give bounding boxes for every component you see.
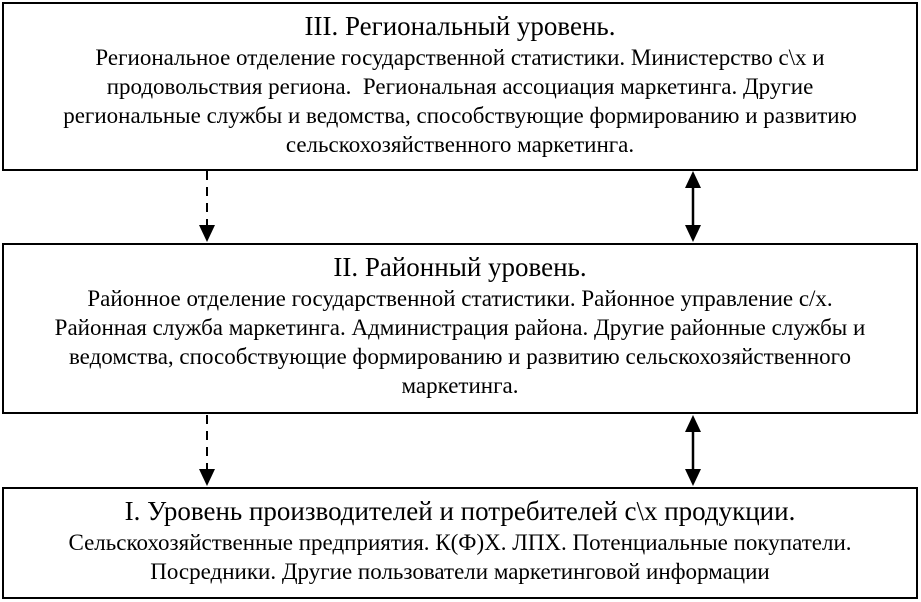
level-3-line: региональные службы и ведомства, способс… <box>63 103 857 128</box>
level-3-line: Региональное отделение государственной с… <box>95 45 825 70</box>
dashed-arrow-district-to-producers-icon <box>199 415 215 486</box>
level-1-line: Сельскохозяйственные предприятия. К(Ф)Х.… <box>68 530 852 555</box>
level-1-producers-box: I. Уровень производителей и потребителей… <box>2 487 918 599</box>
double-arrow-regional-district-icon <box>685 171 701 242</box>
level-2-line: Районная служба маркетинга. Администраци… <box>54 315 866 340</box>
level-1-title: I. Уровень производителей и потребителей… <box>124 496 796 526</box>
level-3-line: продовольствия региона. Региональная асс… <box>106 74 814 99</box>
level-1-line: Посредники. Другие пользователи маркетин… <box>150 559 770 584</box>
double-arrow-district-producers-icon <box>685 415 701 486</box>
level-2-line: маркетинга. <box>401 373 519 398</box>
dashed-arrow-regional-to-district-icon <box>199 171 215 242</box>
level-2-line: ведомства, способствующие формированию и… <box>68 344 852 369</box>
level-2-line: Районное отделение государственной стати… <box>87 286 833 311</box>
level-2-title: II. Районный уровень. <box>333 252 587 282</box>
level-2-district-box: II. Районный уровень. Районное отделение… <box>2 243 918 414</box>
level-3-line: сельскохозяйственного маркетинга. <box>285 132 635 157</box>
level-3-regional-box: III. Региональный уровень. Региональное … <box>2 2 918 171</box>
level-3-title: III. Региональный уровень. <box>304 11 616 41</box>
